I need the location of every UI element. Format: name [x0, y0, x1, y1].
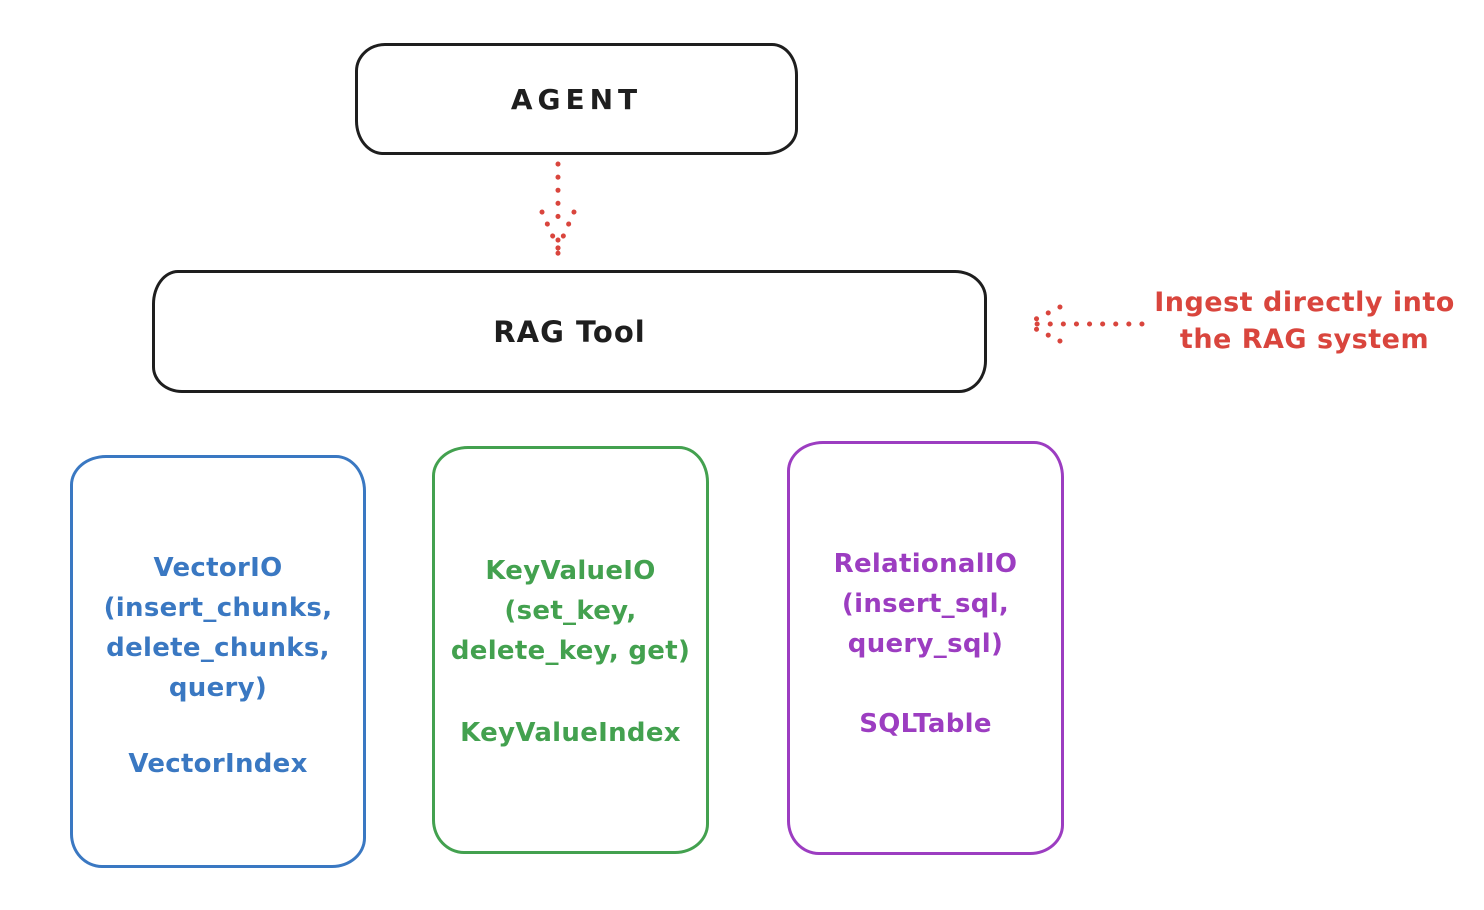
- module-keyvalueio-lines: KeyValueIO (set_key, delete_key, get): [435, 449, 706, 671]
- annotation-line-1: Ingest directly into: [1154, 287, 1455, 318]
- module-index-label: SQLTable: [859, 709, 992, 739]
- rag-tool-label: RAG Tool: [493, 314, 646, 349]
- module-box-vectorio: VectorIO (insert_chunks, delete_chunks, …: [70, 455, 366, 868]
- annotation-text: Ingest directly into the RAG system: [1132, 284, 1477, 358]
- module-line: delete_chunks,: [106, 633, 330, 663]
- annotation-line-2: the RAG system: [1179, 324, 1430, 355]
- module-index-label: KeyValueIndex: [460, 718, 681, 748]
- module-line: (set_key,: [504, 596, 637, 626]
- module-vectorio-lines: VectorIO (insert_chunks, delete_chunks, …: [73, 458, 363, 708]
- rag-tool-box: RAG Tool: [152, 270, 987, 393]
- agent-box: AGENT: [355, 43, 798, 155]
- arrow-left-icon: [1023, 304, 1145, 344]
- module-box-keyvalueio: KeyValueIO (set_key, delete_key, get) Ke…: [432, 446, 709, 854]
- module-line: (insert_chunks,: [103, 593, 333, 623]
- module-line: query): [168, 673, 268, 703]
- module-line: (insert_sql,: [841, 589, 1010, 619]
- module-index-label: VectorIndex: [128, 749, 308, 779]
- arrow-down-icon: [539, 161, 577, 261]
- module-line: KeyValueIO: [485, 556, 656, 586]
- module-box-relationalio: RelationalIO (insert_sql, query_sql) SQL…: [787, 441, 1064, 855]
- agent-label: AGENT: [510, 82, 643, 116]
- module-line: delete_key, get): [450, 636, 691, 666]
- module-line: query_sql): [847, 629, 1004, 659]
- module-line: RelationalIO: [833, 549, 1018, 579]
- module-relationalio-lines: RelationalIO (insert_sql, query_sql): [790, 444, 1061, 664]
- module-line: VectorIO: [153, 553, 283, 583]
